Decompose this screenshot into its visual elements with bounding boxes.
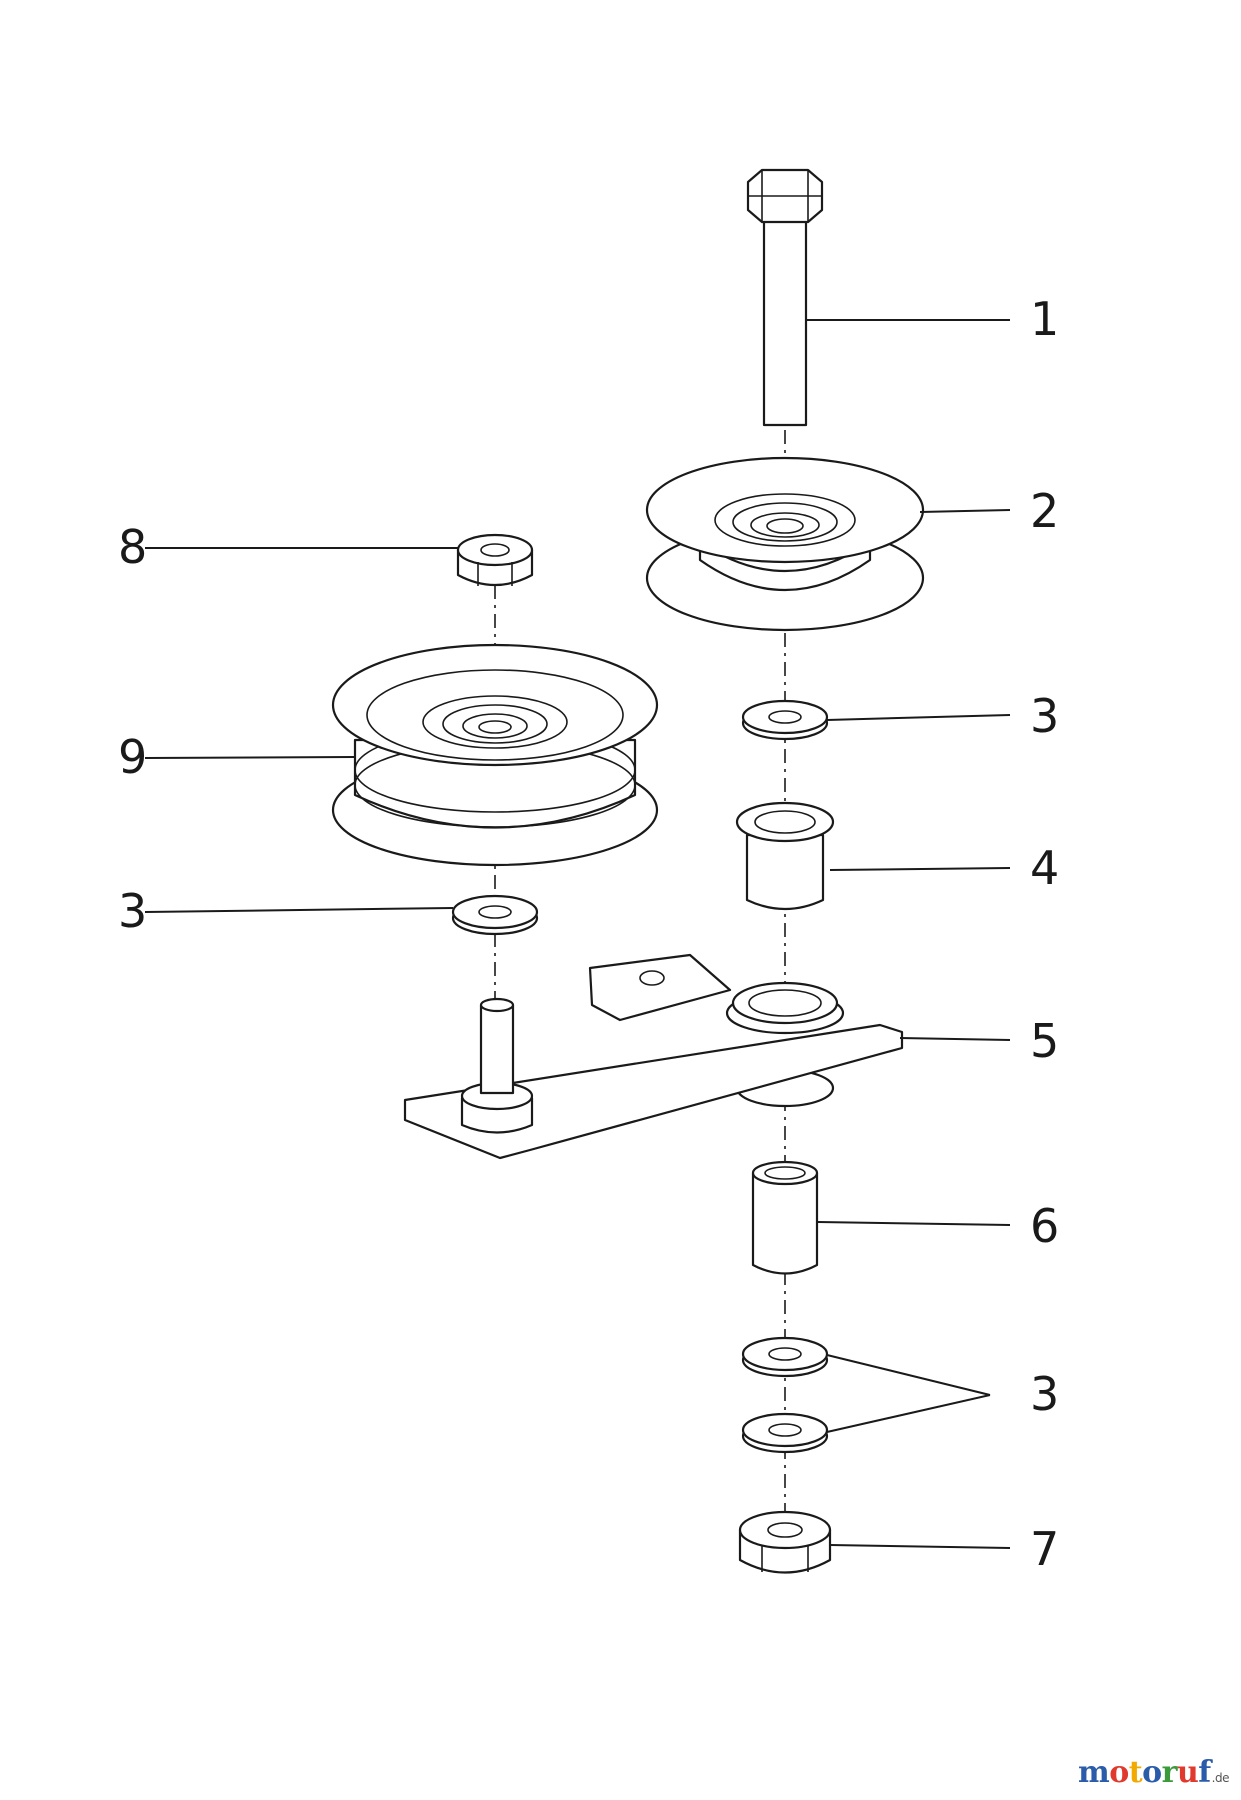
callout-6: 6 <box>1030 1199 1059 1253</box>
callout-8: 8 <box>118 520 147 574</box>
logo-letter: u <box>1176 1755 1199 1790</box>
part-2-pulley <box>645 456 925 632</box>
motoruf-logo: motoruf.de <box>1078 1755 1230 1790</box>
callout-3-left: 3 <box>118 884 147 938</box>
callout-1: 1 <box>1030 292 1059 346</box>
logo-letter: o <box>1142 1755 1162 1790</box>
logo-text: motoruf <box>1078 1755 1211 1790</box>
part-3-washer-upper <box>741 699 829 741</box>
part-5-idler-arm <box>403 953 904 1160</box>
logo-letter: r <box>1161 1755 1178 1790</box>
logo-letter: t <box>1128 1755 1143 1790</box>
part-1-bolt <box>746 168 824 427</box>
part-3-washer-left <box>451 894 539 936</box>
part-8-hex-nut <box>456 533 534 586</box>
part-9-flat-pulley <box>331 643 659 867</box>
logo-letter: m <box>1078 1755 1110 1790</box>
part-3-washers-lower <box>741 1336 829 1454</box>
callout-7: 7 <box>1030 1522 1059 1576</box>
callout-3-upper: 3 <box>1030 689 1059 743</box>
callout-labels: 1 2 3 3 3 4 5 6 7 8 9 <box>118 292 1059 1576</box>
callout-9: 9 <box>118 730 147 784</box>
logo-letter: f <box>1198 1755 1211 1790</box>
callout-4: 4 <box>1030 841 1059 895</box>
callout-2: 2 <box>1030 484 1059 538</box>
callout-5: 5 <box>1030 1014 1059 1068</box>
callout-3-lower: 3 <box>1030 1367 1059 1421</box>
part-4-flanged-bushing <box>735 801 835 911</box>
part-7-hex-nut <box>738 1510 832 1574</box>
part-6-sleeve <box>751 1160 819 1275</box>
logo-suffix: .de <box>1211 1771 1230 1785</box>
leader-lines <box>144 319 1011 1549</box>
logo-letter: o <box>1109 1755 1129 1790</box>
